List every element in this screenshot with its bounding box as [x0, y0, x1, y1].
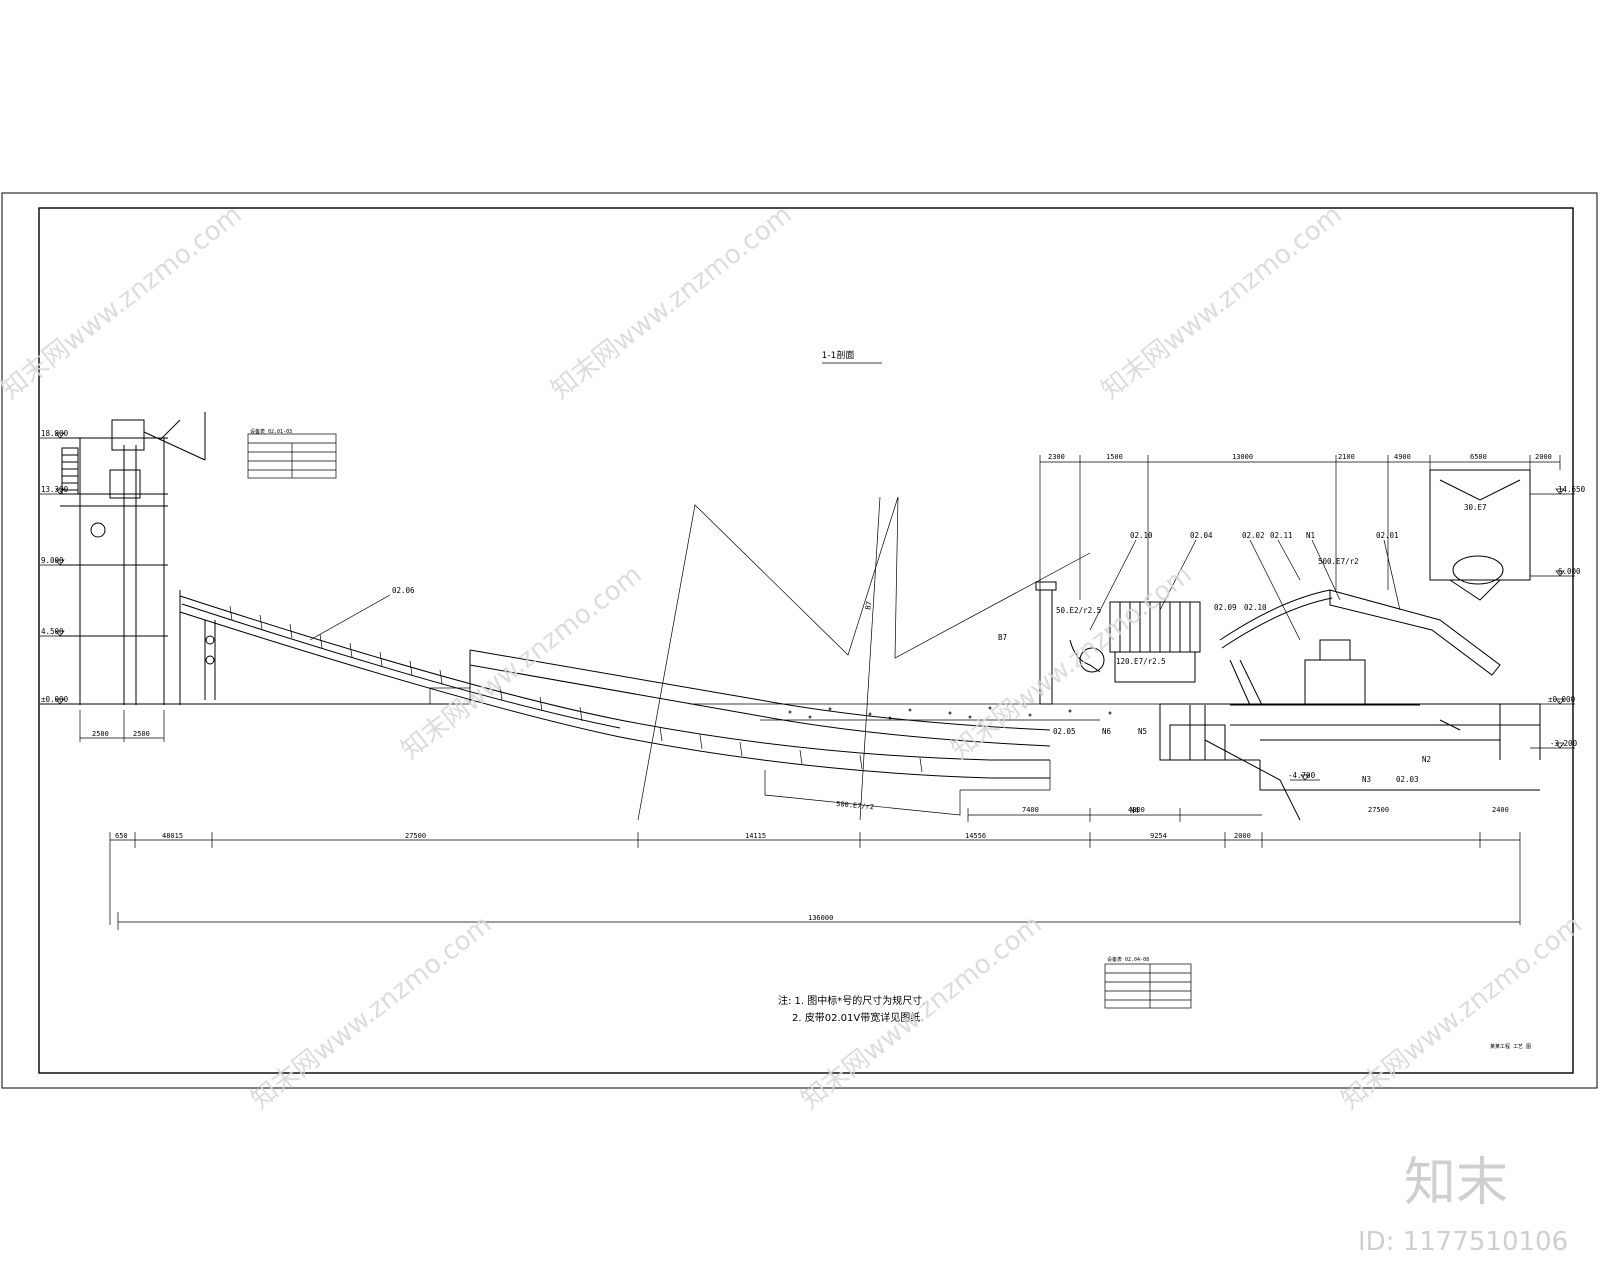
- watermark-text: 知末网www.znzmo.com: [0, 200, 248, 406]
- tag-500e7: 500.E7/r2: [1318, 557, 1359, 566]
- bottom-dim-7: 2000: [1234, 832, 1251, 840]
- tag-30e7: 30.E7: [1464, 503, 1487, 512]
- bottom-dim-1: 650: [115, 832, 128, 840]
- bottom-dim-8: 27500: [1368, 806, 1389, 814]
- top-dim-3: 13000: [1232, 453, 1253, 461]
- top-dim-chain: [1039, 455, 1561, 640]
- tag-02-01: 02.01: [1376, 531, 1399, 540]
- tag-02-10-b: 02.10: [1244, 603, 1267, 612]
- tag-02-11: 02.11: [1270, 531, 1293, 540]
- level-0-left: ±0.000: [41, 695, 69, 704]
- tag-02-04: 02.04: [1190, 531, 1213, 540]
- tag-02-05: 02.05: [1053, 727, 1076, 736]
- bottom-dim-11: 4800: [1128, 806, 1145, 814]
- brand-id: ID: 1177510106: [1358, 1227, 1568, 1257]
- level-minus-4700: -4.700: [1288, 771, 1316, 780]
- top-dim-6: 6500: [1470, 453, 1487, 461]
- outer-frame: [1, 192, 1598, 1089]
- left-tower: [40, 412, 456, 705]
- bottom-dim-6: 9254: [1150, 832, 1167, 840]
- dust-collector: [1035, 581, 1201, 705]
- level-9000: 9.000: [41, 556, 64, 565]
- left-dim-1: 2500: [92, 730, 109, 738]
- tag-n1: N1: [1306, 531, 1315, 540]
- tag-120e7: 120.E7/r2.5: [1116, 657, 1166, 666]
- level-0-right: ±0.000: [1548, 695, 1576, 704]
- equipment-leaders: [309, 539, 1401, 641]
- inclined-conveyor: [179, 590, 1051, 779]
- left-dim-2: 2500: [133, 730, 150, 738]
- level-18800: 18.800: [41, 429, 69, 438]
- conveyor-lower-support: [764, 760, 1051, 816]
- bottom-dim-9: 2400: [1492, 806, 1509, 814]
- top-dim-5: 4900: [1394, 453, 1411, 461]
- top-dim-4: 2100: [1338, 453, 1355, 461]
- level-6000: 6.000: [1558, 567, 1581, 576]
- curve-length-label: 500.E7/r2: [836, 800, 874, 811]
- left-level-markers: [40, 432, 68, 705]
- level-minus-3200: -3.200: [1550, 739, 1578, 748]
- legend-table-1-title: 设备表 02.01-03: [250, 428, 292, 435]
- radius-label: B7: [864, 601, 873, 611]
- tag-02-02: 02.02: [1242, 531, 1265, 540]
- watermark-layer: 知末网www.znzmo.com 知末网www.znzmo.com 知末网www…: [0, 200, 1588, 1116]
- tag-02-03: 02.03: [1396, 775, 1419, 784]
- tag-n2: N2: [1422, 755, 1431, 764]
- title-stamp: 某某工程 工艺 图: [1490, 1043, 1531, 1050]
- right-pit: [1159, 703, 1541, 821]
- bottom-dim-5: 14556: [965, 832, 986, 840]
- tag-02-09: 02.09: [1214, 603, 1237, 612]
- top-dim-1: 2300: [1048, 453, 1065, 461]
- level-14650: 14.650: [1558, 485, 1586, 494]
- legend-table-1: [247, 433, 337, 479]
- brand-mark: 知末: [1404, 1153, 1508, 1213]
- top-dim-7: 2000: [1535, 453, 1552, 461]
- tag-n5: N5: [1138, 727, 1147, 736]
- crusher-and-screen: [1219, 469, 1531, 706]
- left-dim-lines: [79, 710, 165, 742]
- legend-table-2: [1104, 963, 1192, 1009]
- watermark-text: 知末网www.znzmo.com: [246, 910, 498, 1116]
- bottom-dim-2: 48015: [162, 832, 183, 840]
- level-13300: 13.300: [41, 485, 69, 494]
- right-level-markers: [1290, 488, 1575, 781]
- ground-slab: [429, 687, 1160, 721]
- total-dim: 136000: [808, 914, 833, 922]
- watermark-text: 知末网www.znzmo.com: [1096, 200, 1348, 406]
- legend-table-2-title: 设备表 02.04-08: [1107, 956, 1149, 963]
- bottom-dim-chain: [109, 808, 1521, 930]
- note-1: 注: 1. 图中标*号的尺寸为规尺寸.: [778, 994, 925, 1007]
- note-2: 2. 皮带02.01V带宽详见图纸.: [792, 1011, 923, 1024]
- tag-n6: N6: [1102, 727, 1112, 736]
- section-title: 1-1剖面: [822, 349, 855, 361]
- top-dim-2: 1500: [1106, 453, 1123, 461]
- tag-b7: B7: [998, 633, 1007, 642]
- tag-50e2: 50.E2/r2.5: [1056, 606, 1101, 615]
- watermark-text: 知末网www.znzmo.com: [1336, 910, 1588, 1116]
- tag-n3: N3: [1362, 775, 1371, 784]
- tag-02-06: 02.06: [392, 586, 415, 595]
- bottom-dim-3: 27500: [405, 832, 426, 840]
- bottom-dim-4: 14115: [745, 832, 766, 840]
- tag-02-10-a: 02.10: [1130, 531, 1153, 540]
- level-4500: 4.500: [41, 627, 64, 636]
- radius-construction: [637, 496, 1091, 821]
- watermark-text: 知末网www.znzmo.com: [546, 200, 798, 406]
- conveyor-idlers: [229, 605, 923, 773]
- bottom-dim-10: 7400: [1022, 806, 1039, 814]
- tag-n4: N4: [1130, 806, 1140, 815]
- inner-frame: [38, 207, 1574, 1074]
